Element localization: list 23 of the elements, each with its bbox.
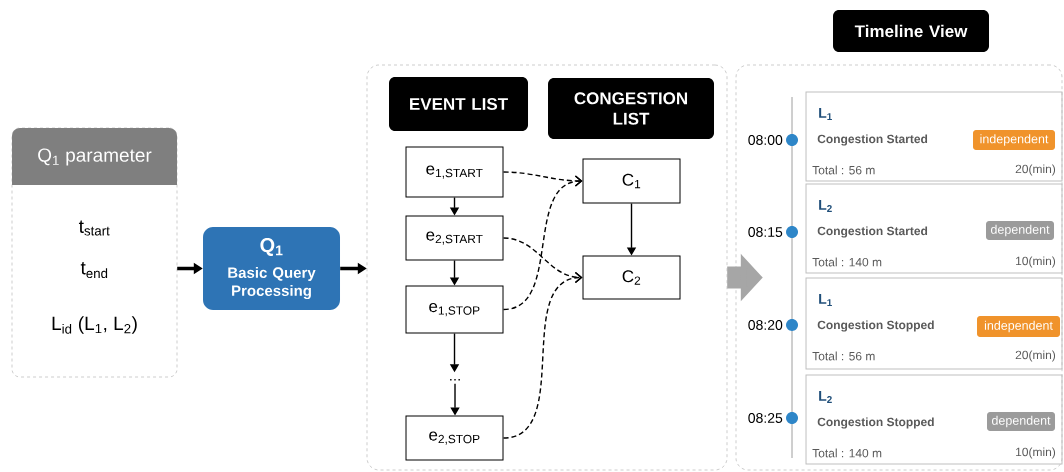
time-label: 08:00 (748, 135, 783, 145)
process-box: Q$_{1}$ Basic Query Processing (203, 227, 340, 310)
time-label: 08:20 (748, 320, 783, 330)
header-label: EVENT LIST (389, 77, 528, 131)
time-label: 08:25 (748, 413, 783, 423)
status-badge: dependent (986, 221, 1054, 240)
time-label: 08:15 (748, 227, 783, 237)
congestion-box: C$_{2}$ (582, 255, 681, 300)
event-box: e$_{1,START}$ (405, 146, 504, 198)
header-label: Timeline View (833, 10, 989, 52)
parameter-panel: Q$_{1}$ parameter t$_{start}$ t$_{end}$ L$_{id}$ (L$_{1}$, L$_{2}$) (11, 127, 178, 378)
event-box: e$_{2,START}$ (405, 215, 504, 261)
status-badge: independent (977, 316, 1060, 337)
congestion-box: C$_{1}$ (582, 158, 681, 204)
dashed-container (366, 64, 728, 471)
status-badge: independent (973, 130, 1055, 150)
status-badge: dependent (987, 412, 1055, 431)
ellipsis-text: ... (450, 378, 460, 381)
header-label: CONGESTION LIST (548, 78, 714, 139)
event-box: e$_{1,STOP}$ (405, 285, 504, 334)
dashed-arrow (502, 175, 583, 311)
dashed-arrow (502, 271, 583, 439)
event-box: e$_{2,STOP}$ (405, 415, 504, 461)
